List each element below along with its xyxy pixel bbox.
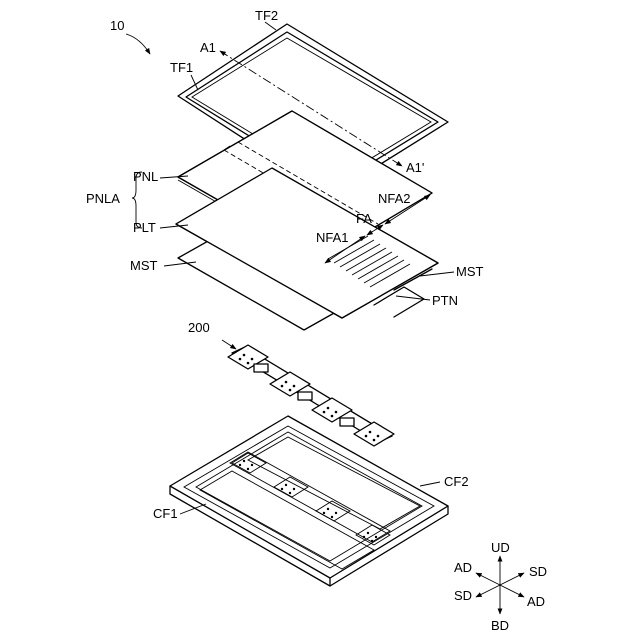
compass-ad-right: AD [527, 594, 545, 609]
case-frame [170, 416, 448, 586]
compass-ud: UD [491, 540, 510, 555]
label-a1: A1 [200, 40, 216, 55]
label-figure-ref: 10 [110, 18, 124, 33]
label-nfa2: NFA2 [378, 191, 411, 206]
label-tf2: TF2 [255, 8, 278, 23]
label-hinge-ref: 200 [188, 320, 210, 335]
label-nfa1: NFA1 [316, 230, 349, 245]
label-fa: FA [356, 211, 372, 226]
label-cf1: CF1 [153, 506, 178, 521]
label-mst-left: MST [130, 258, 158, 273]
compass-sd-right: SD [529, 564, 547, 579]
label-plt: PLT [133, 220, 156, 235]
label-cf2: CF2 [444, 474, 469, 489]
label-pnl: PNL [133, 169, 158, 184]
label-mst-right: MST [456, 264, 484, 279]
label-tf1: TF1 [170, 60, 193, 75]
label-a1-prime: A1' [406, 160, 424, 175]
label-pnla: PNLA [86, 191, 120, 206]
label-ptn: PTN [432, 293, 458, 308]
direction-compass [476, 556, 524, 614]
compass-ad-left: AD [454, 560, 472, 575]
compass-sd-left: SD [454, 588, 472, 603]
compass-bd: BD [491, 618, 509, 633]
